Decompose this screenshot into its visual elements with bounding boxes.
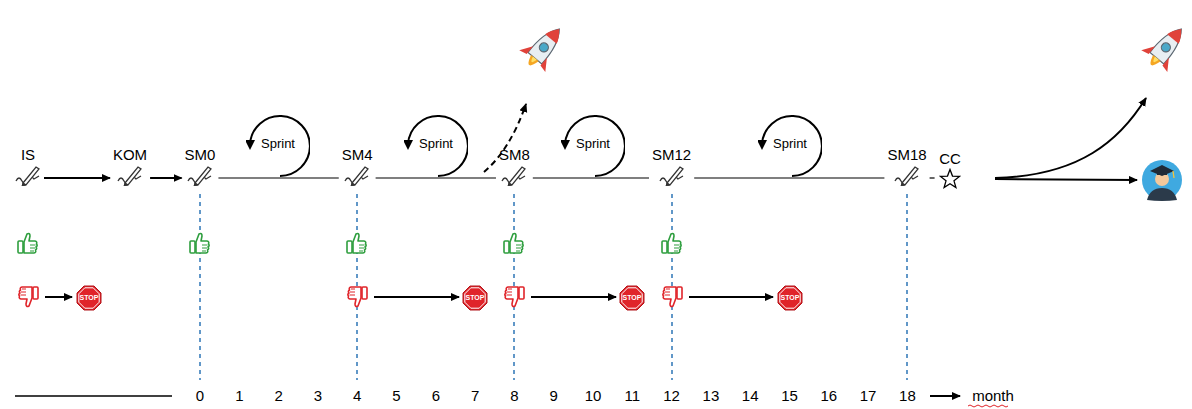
month-number: 7 — [471, 387, 479, 405]
pen-body — [125, 167, 141, 185]
month-number: 8 — [510, 387, 518, 405]
axis-line — [15, 395, 172, 397]
stop-arrow — [45, 296, 773, 298]
month-number: 10 — [585, 387, 602, 405]
sprint-loop-node: Sprint — [758, 114, 822, 178]
sprint-loop-node: Sprint — [246, 114, 310, 178]
month-number: 11 — [625, 387, 641, 405]
timeline-connector — [376, 177, 496, 178]
month-number: 5 — [392, 387, 400, 405]
graduate-arrow — [995, 179, 1137, 180]
milestone-label: CC — [938, 150, 962, 168]
stop-sign — [77, 286, 802, 310]
sprint-arrowhead — [758, 140, 767, 150]
milestone-label: IS — [15, 146, 41, 164]
pen-body — [509, 167, 525, 185]
pen-tip — [351, 183, 355, 186]
milestone-label: KOM — [113, 146, 147, 164]
month-number: 16 — [820, 387, 837, 405]
timeline-connector — [44, 177, 110, 179]
milestone: SM18 — [887, 146, 926, 186]
pen-body — [902, 167, 918, 185]
sprint-arrowhead — [246, 140, 255, 150]
stop-text: STOP — [623, 294, 642, 302]
thumbs-up — [18, 234, 681, 253]
pen-body — [23, 167, 39, 185]
month-number: 18 — [899, 387, 916, 405]
sprint-loop-node: Sprint — [404, 114, 468, 178]
milestone: SM4 — [342, 146, 373, 186]
pen-tip — [194, 183, 198, 186]
milestone-guide — [200, 194, 907, 380]
axis-unit: month — [972, 387, 1014, 405]
timeline-connector — [533, 177, 649, 178]
signature-icon — [344, 164, 370, 186]
spellcheck-underline — [968, 405, 1008, 407]
star-icon — [939, 168, 961, 190]
pen-body — [667, 167, 683, 185]
milestone-label: SM12 — [652, 146, 691, 164]
milestone: KOM — [113, 146, 147, 186]
signature-icon — [187, 164, 213, 186]
sprint-loop-node: Sprint — [561, 114, 625, 178]
pen-tip — [124, 183, 128, 186]
signature-icon — [117, 164, 143, 186]
month-number: 1 — [235, 387, 243, 405]
timeline-connector — [218, 177, 338, 178]
timeline-connector — [694, 177, 884, 178]
month-number: 0 — [196, 387, 204, 405]
signature-icon — [659, 164, 685, 186]
milestone-label: SM4 — [342, 146, 373, 164]
month-number: 12 — [663, 387, 680, 405]
month-number: 2 — [274, 387, 282, 405]
milestone: SM0 — [185, 146, 216, 186]
milestone: SM8 — [499, 146, 530, 186]
stop-text: STOP — [781, 294, 800, 302]
month-number: 6 — [432, 387, 440, 405]
rocket-icon — [516, 18, 572, 76]
sprint-arrowhead — [561, 140, 570, 150]
pen-tip — [901, 183, 905, 186]
milestone-label: SM0 — [185, 146, 216, 164]
axis-arrow — [930, 395, 960, 397]
month-number: 9 — [550, 387, 558, 405]
graduate-icon — [1142, 160, 1182, 201]
milestone-label: SM18 — [887, 146, 926, 164]
signature-icon — [15, 164, 41, 186]
pen-tip — [22, 183, 26, 186]
pen-body — [352, 167, 368, 185]
signature-icon — [501, 164, 527, 186]
month-number: 3 — [314, 387, 322, 405]
star-outline — [941, 170, 960, 188]
stop-text: STOP — [80, 294, 99, 302]
pen-body — [195, 167, 211, 185]
sprint-label: Sprint — [404, 136, 468, 151]
sprint-label: Sprint — [246, 136, 310, 151]
pen-tip — [666, 183, 670, 186]
launch-arrow — [995, 98, 1146, 178]
month-number: 13 — [703, 387, 720, 405]
timeline-connector — [150, 177, 182, 179]
thumbs-down — [19, 287, 682, 306]
sprint-arrowhead — [404, 140, 413, 150]
milestone: SM12 — [652, 146, 691, 186]
month-number: 15 — [781, 387, 798, 405]
month-number: 17 — [860, 387, 877, 405]
month-number: 14 — [742, 387, 759, 405]
milestone: IS — [15, 146, 41, 186]
milestone-label: SM8 — [499, 146, 530, 164]
rocket-icon — [1138, 18, 1192, 76]
sprint-label: Sprint — [561, 136, 625, 151]
signature-icon — [894, 164, 920, 186]
sprint-label: Sprint — [758, 136, 822, 151]
month-number: 4 — [353, 387, 361, 405]
completion-milestone: CC — [938, 150, 962, 190]
timeline-connector — [930, 177, 935, 178]
pen-tip — [508, 183, 512, 186]
stop-text: STOP — [466, 294, 485, 302]
